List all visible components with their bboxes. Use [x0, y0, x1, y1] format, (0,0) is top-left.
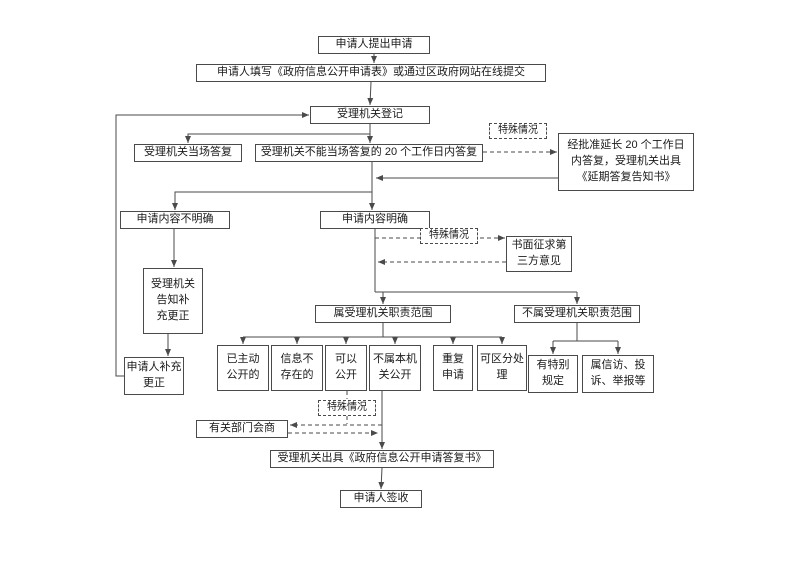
node-onsite-reply: 受理机关当场答复	[134, 144, 242, 162]
node-special-case-middle: 特殊情况	[420, 228, 478, 244]
node-content-unclear: 申请内容不明确	[120, 211, 230, 229]
node-content-clear: 申请内容明确	[320, 211, 430, 229]
node-info-not-exist: 信息不 存在的	[271, 345, 323, 391]
node-special-case-top: 特殊情况	[489, 123, 547, 139]
node-petition-complaint: 属信访、投 诉、举报等	[582, 355, 654, 393]
node-fill-form: 申请人填写《政府信息公开申请表》或通过区政府网站在线提交	[196, 64, 546, 82]
node-distinguishable: 可区分处 理	[477, 345, 527, 391]
node-register: 受理机关登记	[310, 106, 430, 124]
node-in-scope: 属受理机关职责范围	[315, 305, 451, 323]
node-reply-document: 受理机关出具《政府信息公开申请答复书》	[270, 450, 494, 468]
node-special-case-bottom: 特殊情况	[318, 400, 376, 416]
node-can-disclose: 可以 公开	[325, 345, 367, 391]
node-not-this-agency: 不属本机 关公开	[369, 345, 421, 391]
node-extension-notice: 经批准延长 20 个工作日 内答复，受理机关出具 《延期答复告知书》	[558, 133, 694, 191]
node-notify-supplement: 受理机关 告知补 充更正	[143, 268, 203, 334]
node-delayed-reply: 受理机关不能当场答复的 20 个工作日内答复	[255, 144, 483, 162]
node-out-of-scope: 不属受理机关职责范围	[514, 305, 640, 323]
node-submit-application: 申请人提出申请	[318, 36, 430, 54]
node-applicant-supplement: 申请人补充 更正	[124, 357, 184, 395]
node-sign-receipt: 申请人签收	[340, 490, 422, 508]
node-already-disclosed: 已主动 公开的	[217, 345, 269, 391]
node-department-consultation: 有关部门会商	[196, 420, 288, 438]
node-repeat-application: 重复 申请	[433, 345, 473, 391]
node-third-party-opinion: 书面征求第 三方意见	[506, 236, 572, 272]
node-special-provision: 有特别 规定	[528, 355, 578, 393]
